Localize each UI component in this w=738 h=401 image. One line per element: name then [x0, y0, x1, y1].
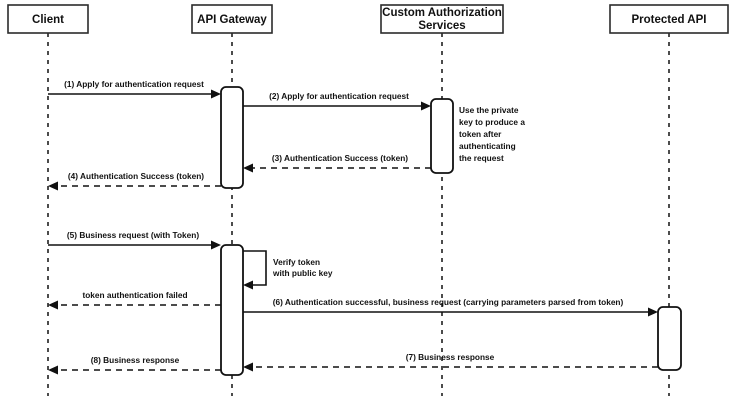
note-private-key-line-1: Use the private	[459, 105, 519, 115]
message-1[interactable]: (1) Apply for authentication request	[48, 79, 221, 99]
participant-custom-authorization-services[interactable]: Custom Authorization Services	[380, 4, 504, 34]
message-token-authentication-failed-arrowhead-icon	[48, 300, 58, 310]
message-8-arrowhead-icon	[48, 365, 58, 375]
message-3-arrowhead-icon	[243, 163, 253, 173]
participant-api-gateway[interactable]: API Gateway	[191, 4, 273, 34]
message-5-arrowhead-icon	[211, 240, 221, 250]
message-self-verify-token-label-line2: with public key	[272, 268, 333, 278]
message-self-verify-token-label-line1: Verify token	[273, 257, 320, 267]
message-self-verify-token-arrowhead-icon	[243, 280, 253, 290]
message-6[interactable]: (6) Authentication successful, business …	[243, 297, 658, 317]
participant-box-protected-api[interactable]	[609, 4, 729, 34]
message-self-verify-token-line	[243, 250, 267, 286]
message-4-label: (4) Authentication Success (token)	[68, 171, 204, 181]
message-token-authentication-failed-label: token authentication failed	[82, 290, 187, 300]
note-private-key-line-3: token after	[459, 129, 502, 139]
note-private-key: Use the private key to produce a token a…	[459, 105, 525, 163]
message-5[interactable]: (5) Business request (with Token)	[48, 230, 221, 250]
message-7-arrowhead-icon	[243, 362, 253, 372]
participant-box-custom-authorization-services[interactable]	[380, 4, 504, 34]
message-3[interactable]: (3) Authentication Success (token)	[243, 153, 431, 173]
participant-protected-api[interactable]: Protected API	[609, 4, 729, 34]
message-1-arrowhead-icon	[211, 89, 221, 99]
participant-label-custom-authorization-services-line1: Custom Authorization	[382, 7, 502, 19]
message-6-label: (6) Authentication successful, business …	[273, 297, 624, 307]
message-self-verify-token[interactable]: Verify token with public key	[243, 250, 333, 290]
note-private-key-line-5: the request	[459, 153, 504, 163]
message-8-label: (8) Business response	[91, 355, 180, 365]
message-2[interactable]: (2) Apply for authentication request	[243, 91, 431, 111]
activation-protected-api	[657, 306, 682, 371]
participant-label-api-gateway: API Gateway	[197, 14, 267, 26]
note-private-key-line-2: key to produce a	[459, 117, 525, 127]
message-5-label: (5) Business request (with Token)	[67, 230, 199, 240]
message-6-arrowhead-icon	[648, 307, 658, 317]
lifelines	[47, 33, 670, 396]
participant-label-custom-authorization-services-line2: Services	[418, 20, 465, 32]
activation-api-gateway-business	[220, 244, 244, 376]
message-4[interactable]: (4) Authentication Success (token)	[48, 171, 221, 191]
message-3-label: (3) Authentication Success (token)	[272, 153, 408, 163]
activation-custom-authorization-services	[430, 98, 454, 174]
message-7[interactable]: (7) Business response	[243, 352, 658, 372]
participant-label-client: Client	[32, 14, 64, 26]
message-token-authentication-failed[interactable]: token authentication failed	[48, 290, 221, 310]
activation-api-gateway-auth	[220, 86, 244, 189]
message-1-label: (1) Apply for authentication request	[64, 79, 204, 89]
participant-box-api-gateway[interactable]	[191, 4, 273, 34]
message-7-label: (7) Business response	[406, 352, 495, 362]
message-8[interactable]: (8) Business response	[48, 355, 221, 375]
message-4-arrowhead-icon	[48, 181, 58, 191]
participant-box-client[interactable]	[7, 4, 89, 34]
message-2-arrowhead-icon	[421, 101, 431, 111]
note-private-key-line-4: authenticating	[459, 141, 516, 151]
message-2-label: (2) Apply for authentication request	[269, 91, 409, 101]
participant-client[interactable]: Client	[7, 4, 89, 34]
participant-label-protected-api: Protected API	[632, 14, 707, 26]
activation-bars	[220, 86, 682, 376]
